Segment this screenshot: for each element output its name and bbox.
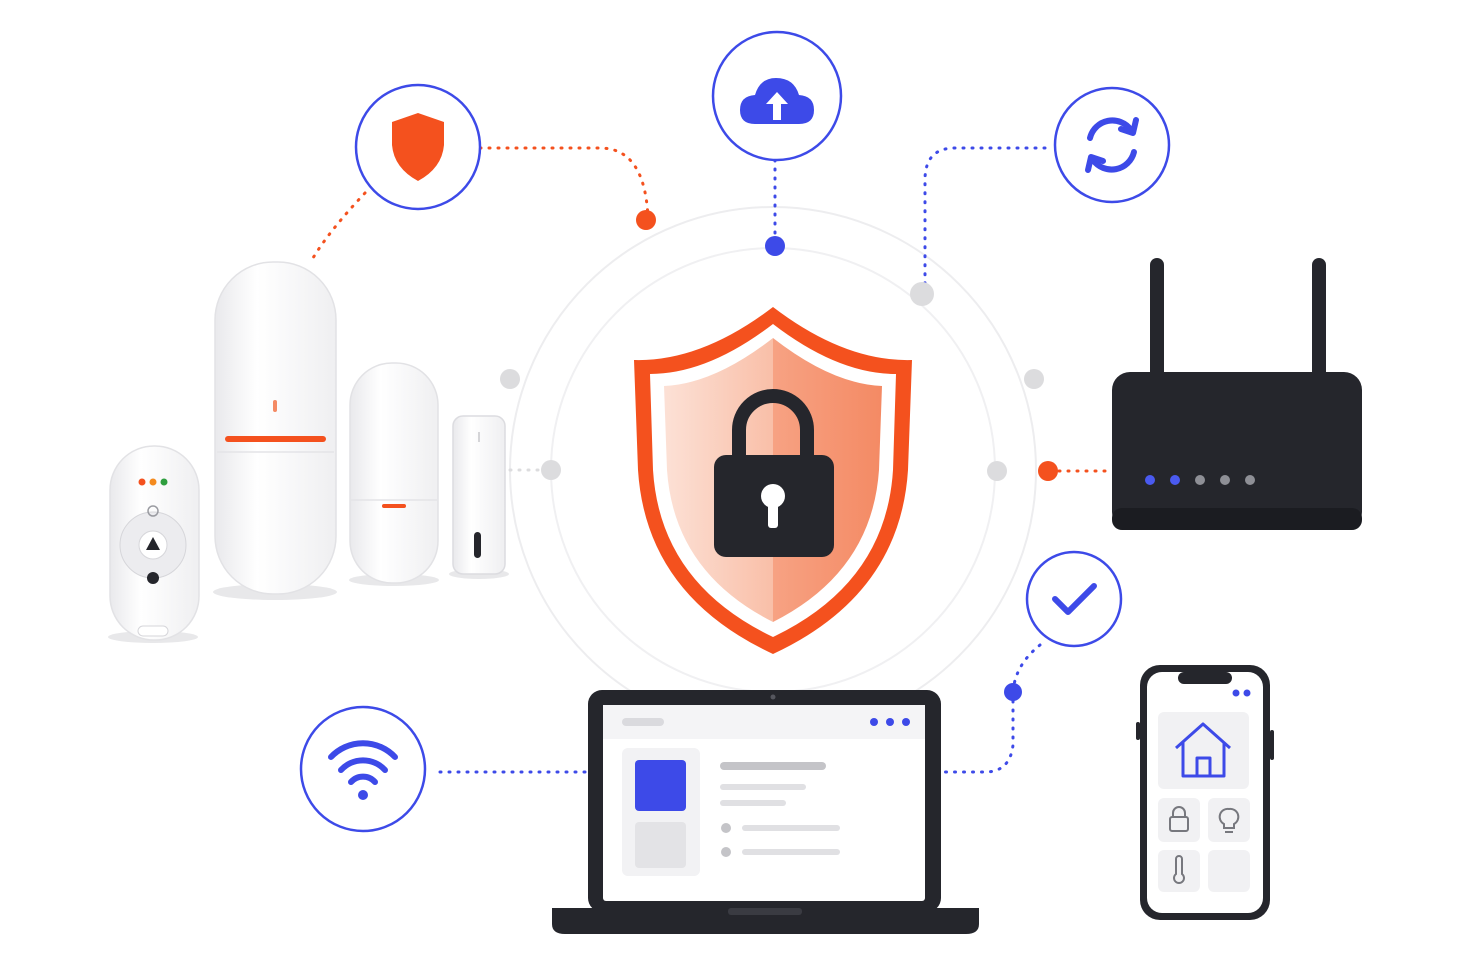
check-icon: [1052, 583, 1097, 615]
icon-badge-check: [1025, 550, 1123, 648]
icon-badge-wifi: [299, 705, 427, 833]
bulb-icon: [1218, 807, 1240, 833]
app-card-active: [635, 760, 686, 811]
shield-icon: [392, 113, 444, 181]
connector-shield: [478, 146, 650, 220]
node-blue-bottom-right: [1004, 683, 1022, 701]
window-dot: [902, 718, 910, 726]
cloud-upload-icon: [740, 78, 814, 124]
thermometer-icon: [1173, 855, 1185, 884]
icon-badge-shield: [354, 83, 482, 211]
icon-badge-cloud: [711, 30, 843, 162]
lock-icon: [1169, 806, 1189, 832]
empty-tile: [1208, 850, 1250, 892]
window-dot: [870, 718, 878, 726]
node-orange-top: [636, 210, 656, 230]
sync-icon: [1085, 117, 1139, 173]
home-icon: [1175, 722, 1231, 778]
router-antenna-right: [1312, 258, 1326, 380]
motion-sensor-small: [349, 362, 439, 586]
laptop: [552, 690, 979, 934]
door-contact-sensor: [449, 415, 509, 579]
connectors: [311, 146, 1112, 774]
phone-app-tiles: [1158, 712, 1250, 892]
node-blue-top: [765, 236, 785, 256]
node-gray-right-outer: [1024, 369, 1044, 389]
router-indicator-lights: [1145, 475, 1255, 485]
window-dot: [886, 718, 894, 726]
smartphone: [1136, 665, 1274, 920]
node-gray-right-inner: [987, 461, 1007, 481]
remote-key-fob: [108, 445, 200, 643]
central-shield: [634, 307, 912, 654]
node-gray-top-right: [910, 282, 934, 306]
connector-shield-to-sensor: [311, 191, 367, 260]
ring-nodes: [500, 210, 1058, 701]
connector-sync: [923, 146, 1047, 287]
motion-sensor-large: [213, 261, 337, 600]
connector-check-to-laptop: [943, 690, 1015, 774]
node-gray-left-inner: [541, 460, 561, 480]
node-gray-left-outer: [500, 369, 520, 389]
wifi-router: [1112, 258, 1362, 530]
laptop-base: [552, 908, 979, 934]
padlock-icon: [714, 389, 834, 557]
wifi-icon: [328, 740, 398, 785]
router-antenna-left: [1150, 258, 1164, 380]
connector-check: [1011, 643, 1042, 694]
node-orange-right: [1038, 461, 1058, 481]
icon-badge-sync: [1053, 86, 1171, 204]
